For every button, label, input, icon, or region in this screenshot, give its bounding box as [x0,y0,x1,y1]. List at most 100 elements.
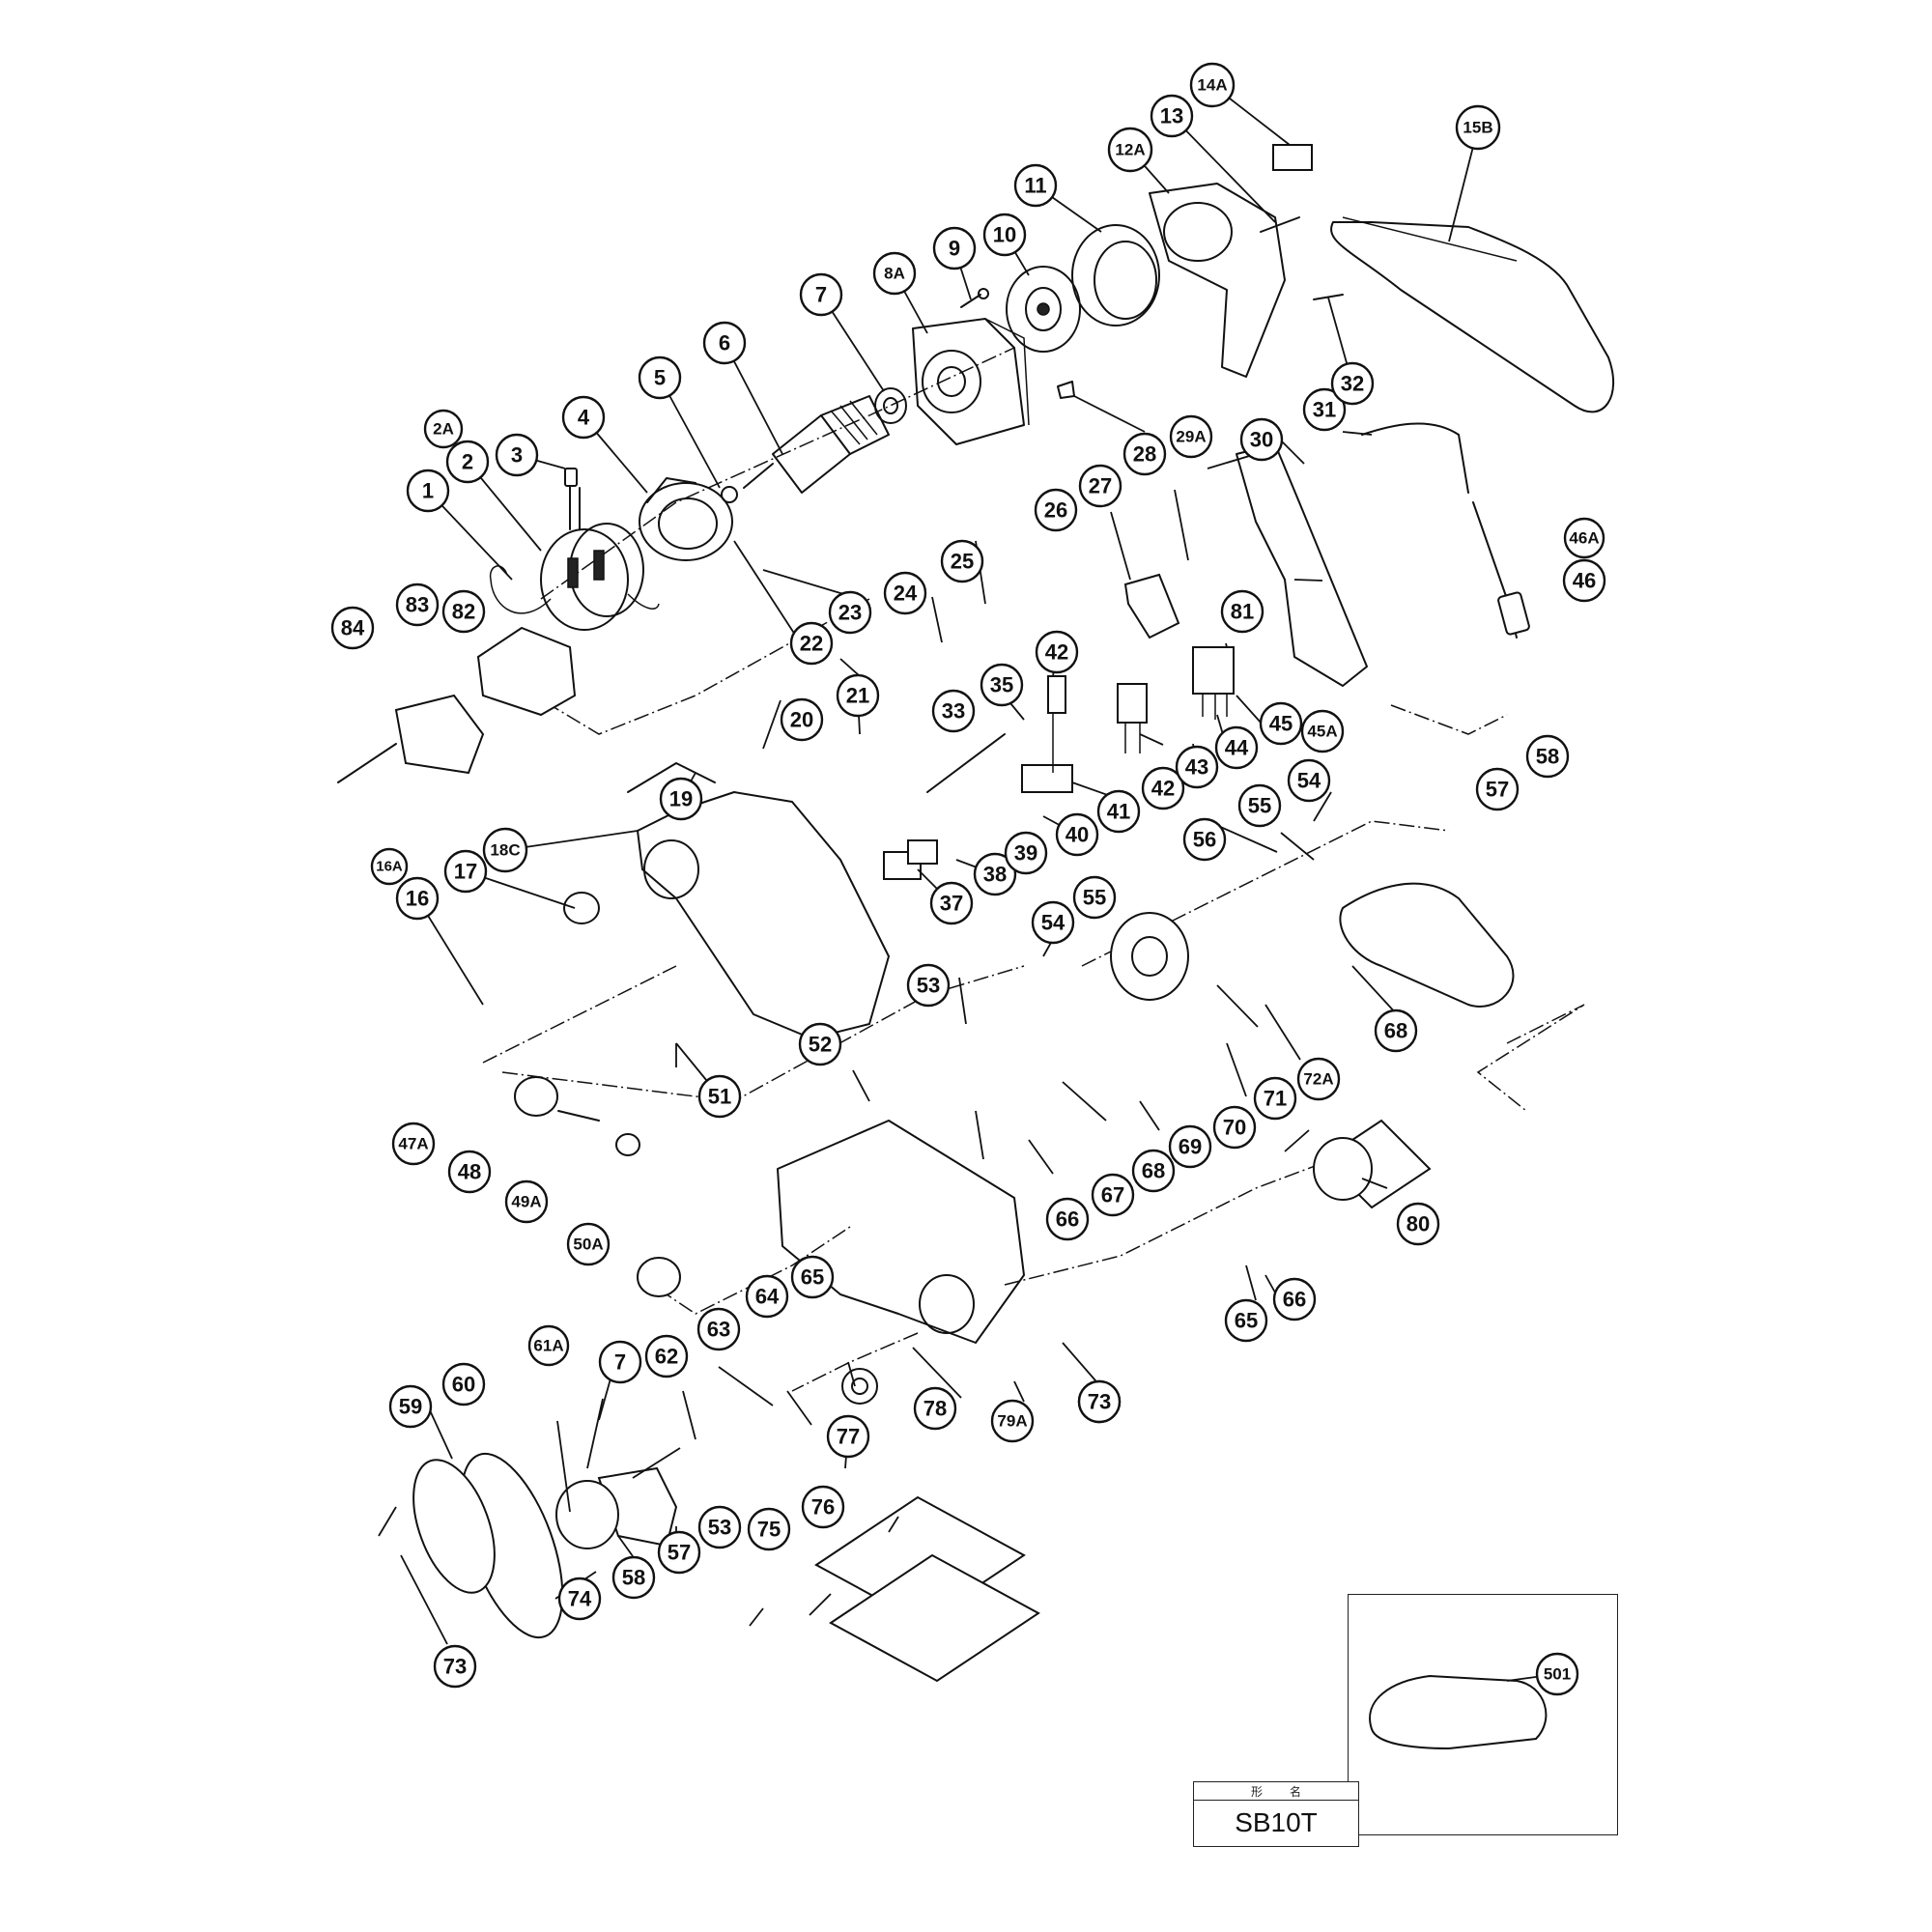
svg-text:49A: 49A [511,1193,541,1211]
svg-text:35: 35 [990,673,1013,697]
internal-wire-33 [926,733,1006,793]
svg-text:53: 53 [708,1516,731,1540]
cover-83 [394,694,485,775]
svg-text:11: 11 [1024,174,1046,198]
svg-text:84: 84 [341,616,365,640]
svg-text:1: 1 [422,479,434,503]
callout-38: 38 [973,852,1017,896]
callout-29a: 29A [1169,414,1213,459]
fan-10 [1006,266,1081,353]
callout-44: 44 [1214,725,1259,770]
callout-67: 67 [1091,1173,1135,1217]
svg-text:7: 7 [614,1350,626,1375]
svg-text:46A: 46A [1569,529,1599,548]
svg-text:47A: 47A [398,1135,428,1153]
brush-cap-82 [476,626,577,717]
callout-15b: 15B [1455,104,1501,151]
callout-54-left: 54 [1031,900,1075,945]
brush-holder [564,468,578,487]
model-table: 形 名 SB10T [1193,1781,1359,1847]
svg-text:66: 66 [1283,1288,1306,1312]
svg-text:23: 23 [838,601,862,625]
bearing-7 [874,387,907,424]
svg-text:65: 65 [1235,1309,1258,1333]
callout-26: 26 [1034,488,1078,532]
callout-57-lower: 57 [657,1530,701,1575]
svg-text:16A: 16A [376,859,403,875]
svg-text:74: 74 [568,1587,592,1611]
svg-text:6: 6 [719,331,730,355]
callout-78: 78 [913,1386,957,1431]
callout-24: 24 [883,571,927,615]
callout-84: 84 [330,606,375,650]
svg-text:501: 501 [1544,1665,1571,1684]
svg-text:80: 80 [1406,1212,1430,1236]
callout-27: 27 [1078,464,1122,508]
svg-text:67: 67 [1101,1183,1124,1208]
callout-43: 43 [1175,745,1219,789]
callout-5: 5 [638,355,682,400]
callout-501: 501 [1535,1652,1579,1696]
callout-2: 2 [445,440,490,484]
svg-text:52: 52 [809,1033,832,1057]
svg-text:46: 46 [1573,569,1596,593]
drive-gear-64 [841,1368,878,1405]
svg-text:44: 44 [1225,736,1249,760]
callout-64: 64 [745,1274,789,1319]
svg-text:73: 73 [1088,1390,1111,1414]
callout-50a: 50A [566,1222,611,1266]
svg-text:19: 19 [669,787,693,811]
svg-text:13: 13 [1160,104,1183,128]
callout-74: 74 [557,1577,602,1621]
callout-69: 69 [1168,1124,1212,1169]
accessory-box [1348,1594,1618,1835]
svg-text:45A: 45A [1307,723,1337,741]
svg-text:55: 55 [1083,886,1106,910]
callout-47a: 47A [391,1122,436,1166]
dust-bag-15b [1330,216,1614,413]
svg-text:14A: 14A [1197,76,1227,95]
callout-32: 32 [1330,361,1375,406]
washer-5 [721,486,738,503]
shaft-48 [557,1110,600,1122]
svg-text:38: 38 [983,863,1007,887]
callout-45a: 45A [1300,709,1345,753]
svg-text:71: 71 [1264,1087,1287,1111]
callout-37: 37 [929,881,974,925]
callout-25: 25 [940,539,984,583]
callout-77: 77 [826,1414,870,1459]
svg-text:68: 68 [1142,1159,1165,1183]
roller-80 [1313,1119,1432,1209]
callout-13: 13 [1150,94,1194,138]
callout-62: 62 [644,1334,689,1378]
leader-lines [378,84,1558,1682]
callout-48: 48 [447,1150,492,1194]
callout-23: 23 [828,590,872,635]
callout-1: 1 [406,469,450,513]
callout-54-right: 54 [1287,758,1331,803]
sanding-belt [1339,882,1515,1008]
callout-33: 33 [931,689,976,733]
svg-text:79A: 79A [997,1412,1027,1431]
callout-61a: 61A [527,1324,570,1367]
svg-text:48: 48 [458,1160,481,1184]
callout-65-right: 65 [1224,1298,1268,1343]
platen-75-76 [814,1495,1040,1683]
svg-text:64: 64 [755,1285,780,1309]
callout-17: 17 [443,849,488,894]
callout-2a: 2A [423,409,464,449]
svg-text:69: 69 [1179,1135,1202,1159]
housing-18c [627,762,890,1039]
callout-55-right: 55 [1237,783,1282,828]
svg-text:65: 65 [801,1265,824,1290]
callout-28: 28 [1122,432,1167,476]
label-14a [1272,144,1313,171]
callout-42-upper: 42 [1035,630,1079,674]
callout-63: 63 [696,1307,741,1351]
svg-text:37: 37 [940,892,963,916]
sanding-belt-501 [1369,1674,1548,1750]
callout-83: 83 [395,582,440,627]
callout-31: 31 [1302,387,1347,432]
callout-11: 11 [1013,163,1058,208]
screw-32 [1313,294,1344,300]
